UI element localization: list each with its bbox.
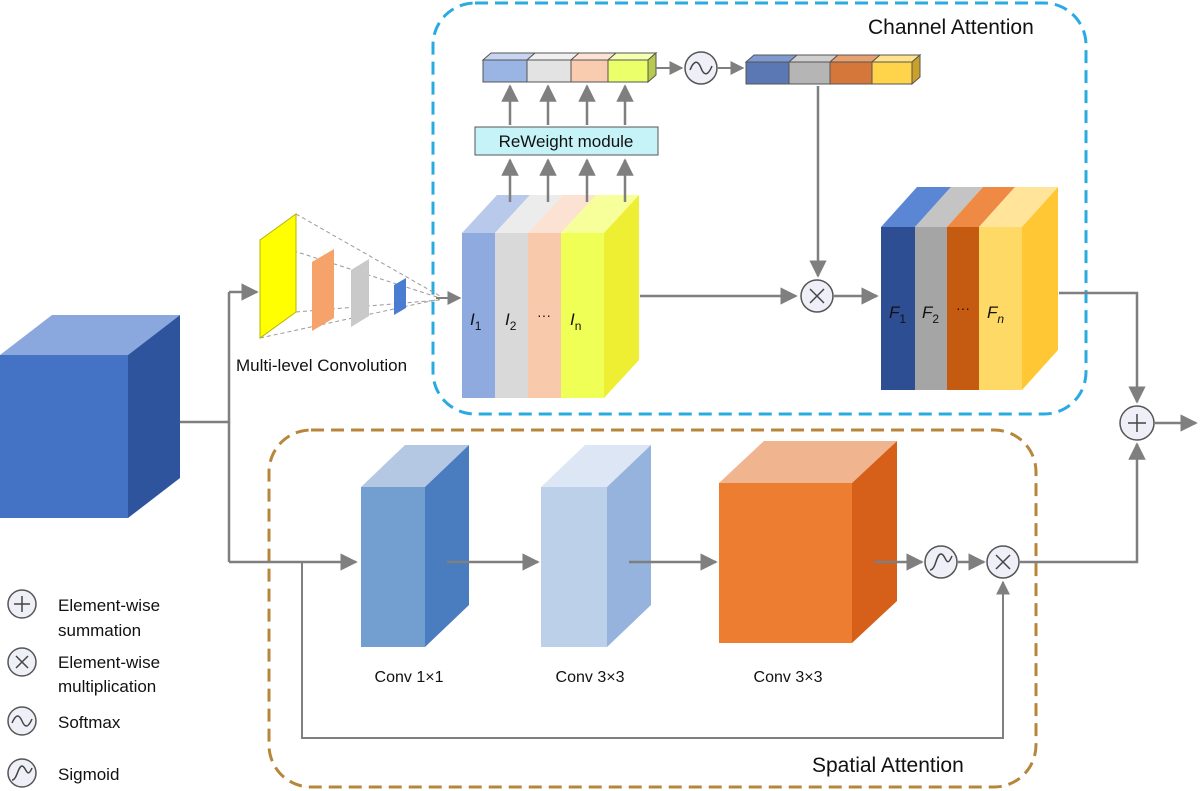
feature-f2-label: F2 <box>922 303 939 326</box>
feature-i1-label: I1 <box>470 310 482 333</box>
feature-f-dots: ··· <box>956 300 970 316</box>
weight-vector <box>481 51 658 84</box>
legend: Element-wise summation Element-wise mult… <box>7 589 160 788</box>
sigmoid-icon <box>924 545 958 579</box>
reweight-module-label: ReWeight module <box>499 132 634 151</box>
spatial-skip-connection <box>301 562 1010 739</box>
channel-attention-title: Channel Attention <box>868 16 1034 39</box>
conv3x3-label-2: Conv 3×3 <box>754 669 823 686</box>
legend-sum-icon <box>7 589 37 619</box>
multi-level-convolution-label: Multi-level Convolution <box>236 356 407 375</box>
conv1x1-block <box>361 445 469 647</box>
channel-multiply-icon <box>800 279 834 313</box>
multi-level-convolution <box>259 213 441 339</box>
conv3x3-label-1: Conv 3×3 <box>556 669 625 686</box>
spatial-attention-region <box>267 428 1038 789</box>
arrow-channel-to-sum <box>1059 291 1146 404</box>
summation-icon <box>1119 405 1155 441</box>
legend-multiply-icon <box>7 647 37 677</box>
spatial-multiply-icon <box>986 545 1020 579</box>
normalized-weight-vector <box>744 53 922 86</box>
conv1x1-label: Conv 1×1 <box>375 669 444 686</box>
legend-softmax-icon <box>7 706 37 736</box>
spatial-attention-title: Spatial Attention <box>812 754 964 777</box>
arrows-to-reweight <box>501 158 634 202</box>
legend-mul-line2: multiplication <box>58 677 156 696</box>
legend-mul-line1: Element-wise <box>58 653 160 672</box>
output-feature-slices <box>881 187 1058 390</box>
channel-attention-region <box>431 1 1088 416</box>
arrow-spatial-to-sum <box>1019 442 1146 564</box>
feature-fn-label: Fn <box>987 303 1004 326</box>
arrows-from-reweight <box>501 84 634 125</box>
softmax-icon <box>684 51 718 85</box>
legend-sigmoid-icon <box>7 758 37 788</box>
legend-sum-line2: summation <box>58 621 141 640</box>
legend-sum-line1: Element-wise <box>58 596 160 615</box>
conv3x3-block-2 <box>719 441 897 643</box>
reweight-module <box>474 126 659 156</box>
input-feature-cube <box>0 315 180 518</box>
conv3x3-block-1 <box>541 445 651 647</box>
feature-f1-label: F1 <box>889 303 906 326</box>
input-branch-lines <box>180 283 358 571</box>
feature-i2-label: I2 <box>505 310 517 333</box>
feature-in-label: In <box>570 310 581 333</box>
legend-sigmoid-label: Sigmoid <box>58 765 119 784</box>
legend-softmax-label: Softmax <box>58 713 121 732</box>
input-feature-slices <box>462 195 639 398</box>
feature-i-dots: ··· <box>537 307 551 323</box>
